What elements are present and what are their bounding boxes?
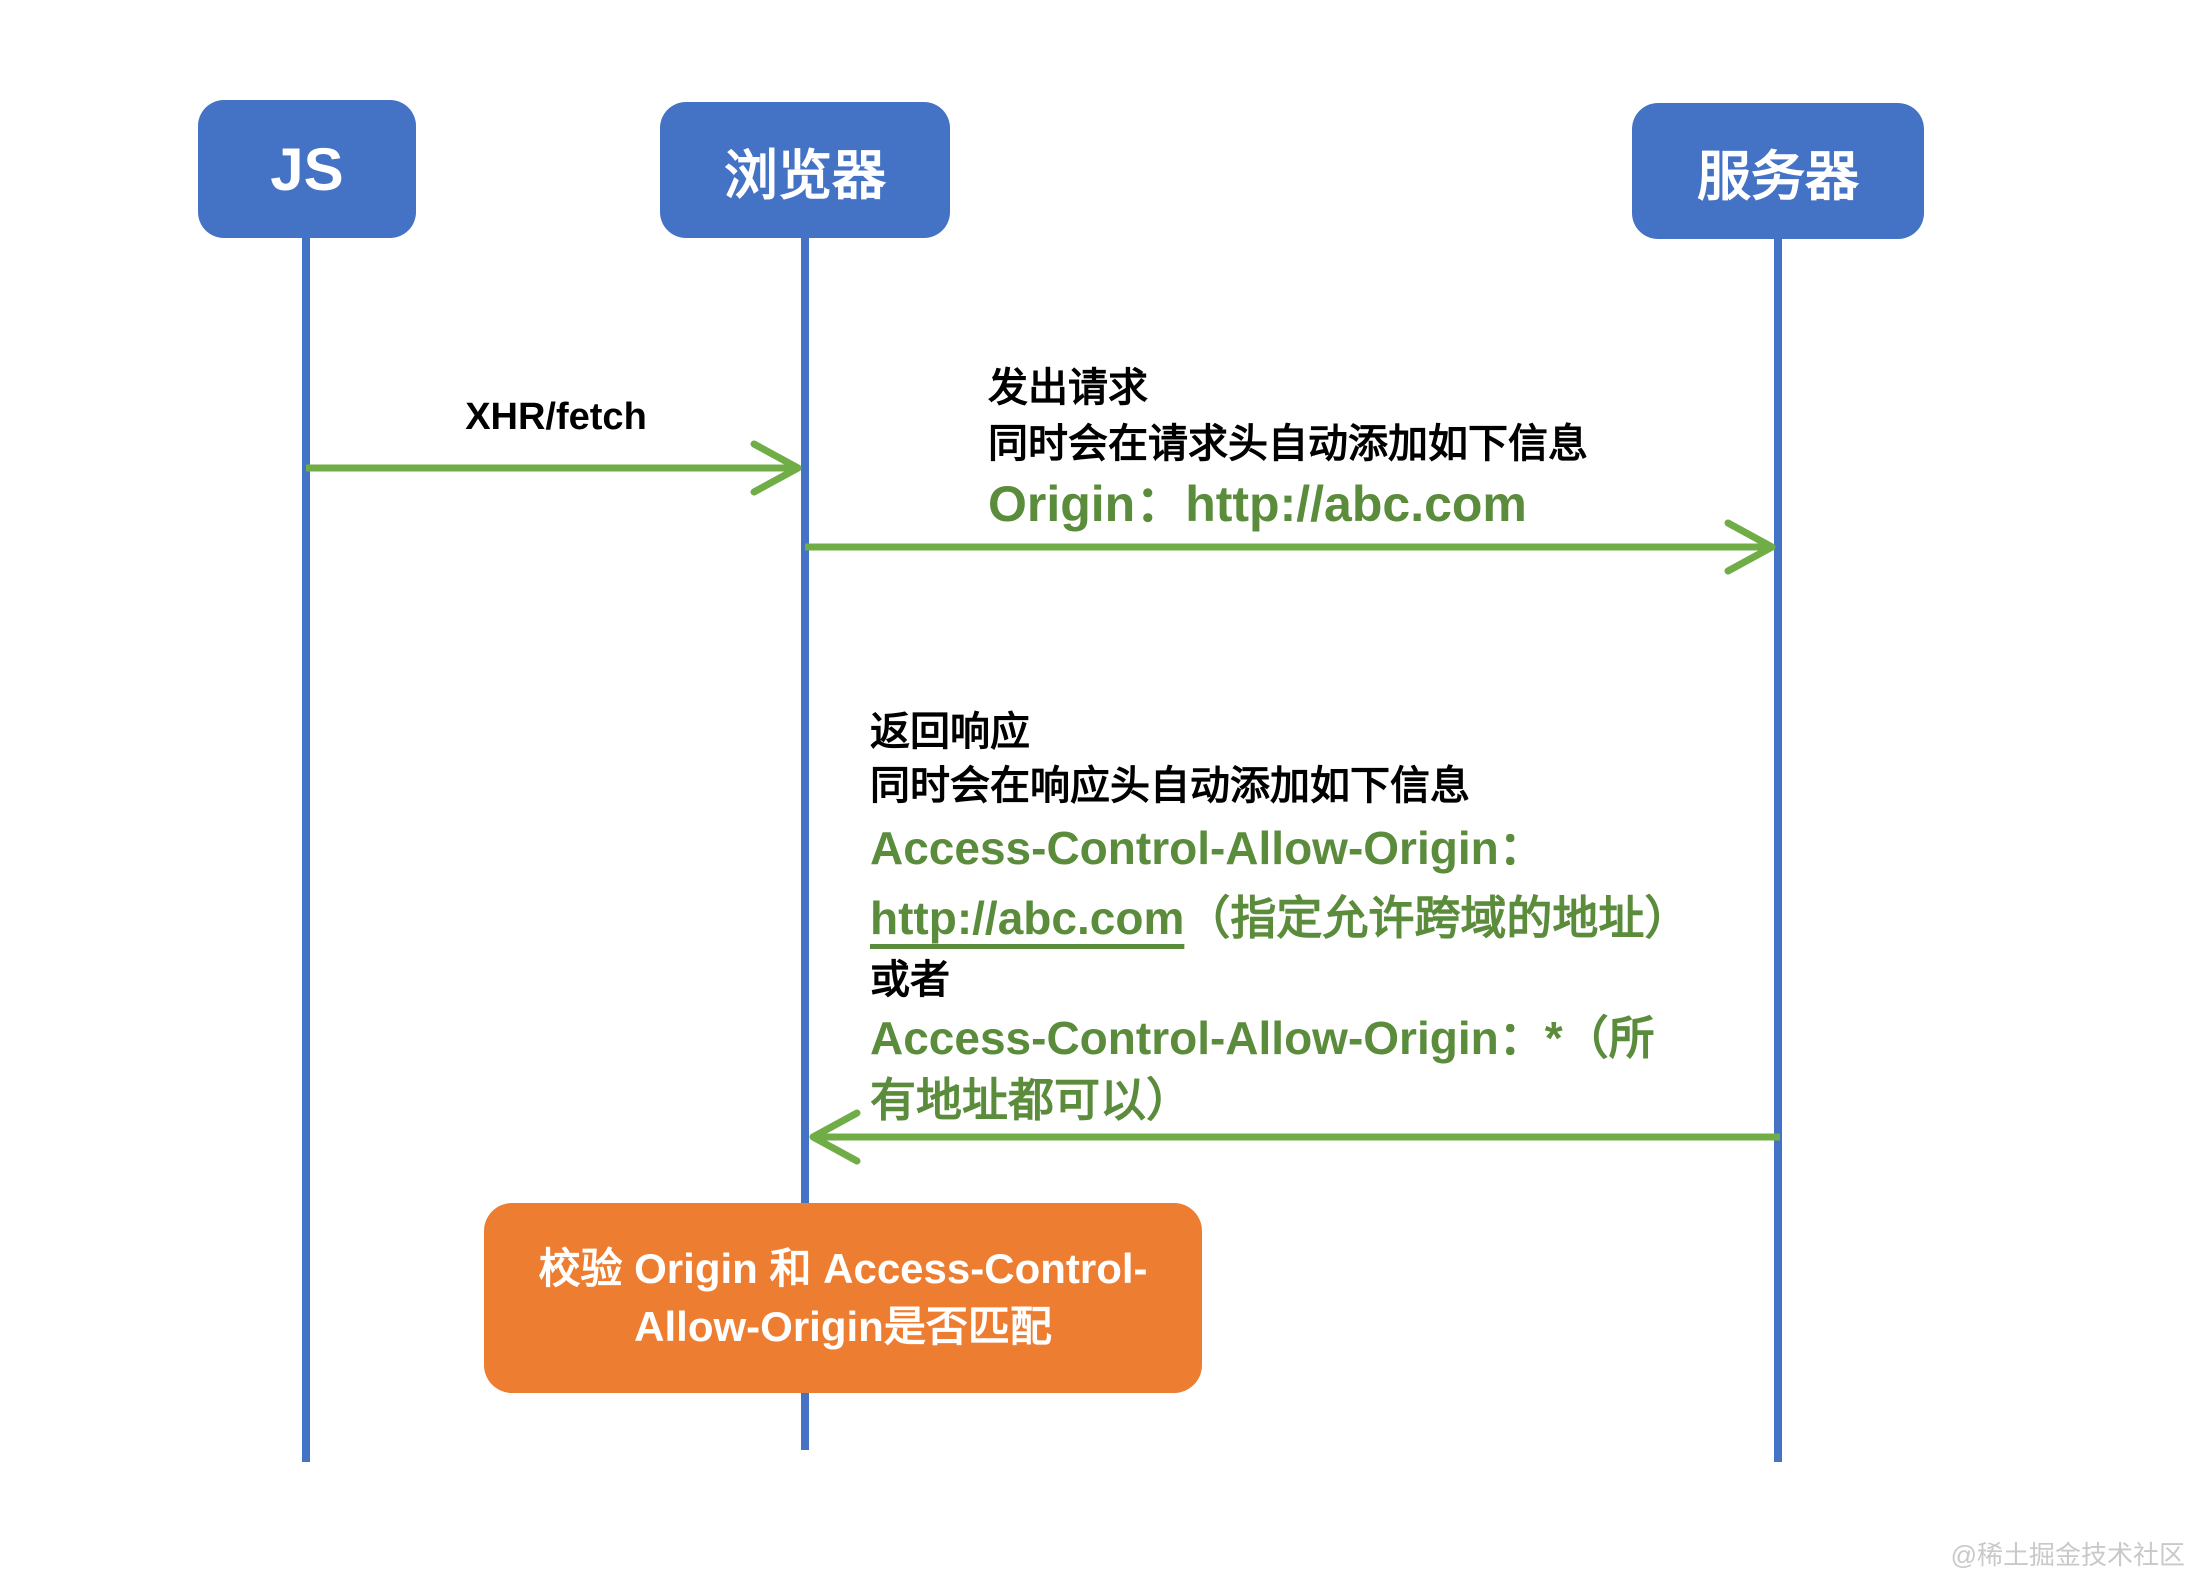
response-arrow — [809, 1109, 1780, 1165]
origin-validation-note: 校验 Origin 和 Access-Control- Allow-Origin… — [484, 1203, 1202, 1393]
note-line-2: Allow-Origin是否匹配 — [634, 1303, 1052, 1350]
actor-server-label: 服务器 — [1697, 146, 1859, 207]
acao-url: http://abc.com — [870, 892, 1185, 944]
actor-js-label: JS — [270, 135, 344, 203]
request-line-1: 发出请求 — [988, 366, 1148, 410]
actor-js-box: JS — [198, 100, 416, 238]
watermark-text: @稀土掘金技术社区 — [1950, 1540, 2185, 1570]
response-acao-wildcard-2: 有地址都可以） — [870, 1074, 1192, 1126]
xhr-request-arrow — [306, 440, 802, 496]
response-or-line: 或者 — [870, 958, 950, 1002]
actor-browser-box: 浏览器 — [660, 102, 950, 238]
response-line-1: 返回响应 — [870, 710, 1030, 754]
acao-url-note: （指定允许跨域的地址） — [1184, 892, 1691, 944]
response-acao-wildcard-1: Access-Control-Allow-Origin：*（所 — [870, 1012, 1655, 1064]
response-line-2: 同时会在响应头自动添加如下信息 — [870, 764, 1470, 808]
response-acao-header: Access-Control-Allow-Origin： — [870, 822, 1545, 874]
request-line-2: 同时会在请求头自动添加如下信息 — [988, 422, 1588, 466]
response-acao-value: http://abc.com（指定允许跨域的地址） — [870, 883, 1690, 953]
note-line-1: 校验 Origin 和 Access-Control- — [538, 1245, 1148, 1292]
response-annotation: 返回响应 同时会在响应头自动添加如下信息 Access-Control-Allo… — [870, 705, 1690, 1131]
lifeline-server — [1774, 237, 1782, 1462]
actor-browser-label: 浏览器 — [724, 145, 886, 206]
request-annotation: 发出请求 同时会在请求头自动添加如下信息 Origin：http://abc.c… — [988, 360, 1588, 536]
xhr-fetch-label: XHR/fetch — [465, 396, 647, 438]
request-origin-header: Origin：http://abc.com — [988, 476, 1527, 532]
lifeline-js — [302, 236, 310, 1462]
cross-origin-request-arrow — [805, 519, 1776, 575]
actor-server-box: 服务器 — [1632, 103, 1924, 239]
lifeline-browser — [801, 236, 809, 1450]
